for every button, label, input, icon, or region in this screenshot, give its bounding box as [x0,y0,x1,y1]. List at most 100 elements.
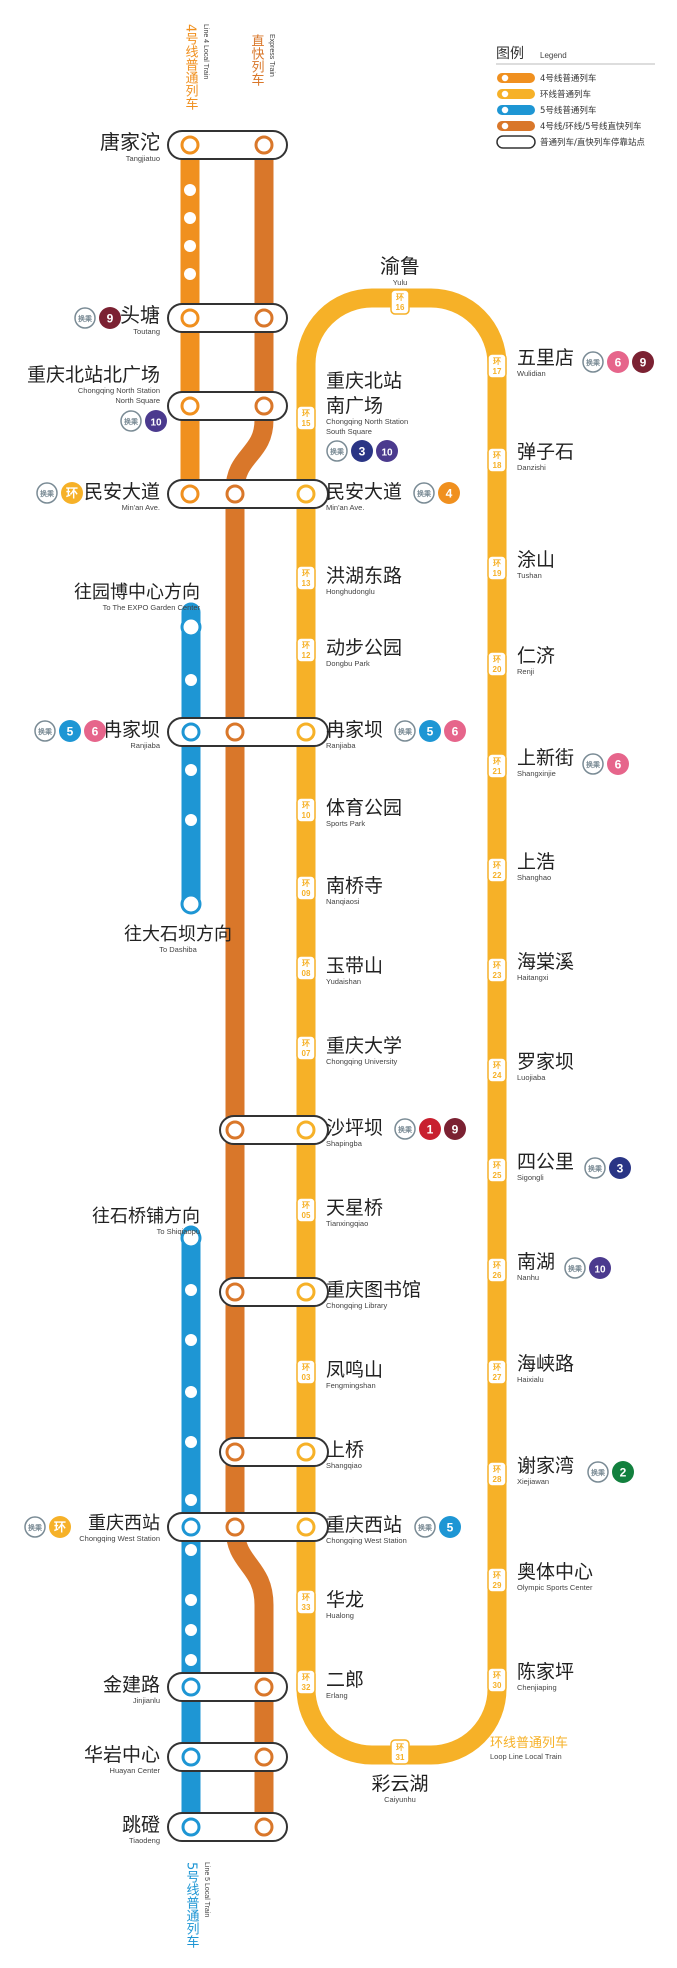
station-name: 海棠溪 [517,951,574,973]
station-name: 重庆西站 [88,1513,160,1534]
station-name: 跳磴 [122,1814,160,1836]
svg-text:South Square: South Square [326,427,372,436]
station-name-en: Tiaodeng [129,1836,160,1845]
line-badge-label: 5 [447,1521,454,1535]
station-circle [180,396,200,416]
stop-pill [167,1812,288,1842]
station-name-en: Shanghao [517,873,551,882]
transfer-badges: 换乘环 [36,482,83,504]
loop-station-code: 环09 [296,875,316,901]
transfer-text: 换乘 [568,1264,583,1273]
line-badge-label: 1 [427,1123,434,1137]
line-name-en: Line 5 Local Train [203,1862,210,1917]
station-circle [225,722,245,742]
line-badge-6 [607,351,629,373]
line-badge-1 [419,1118,441,1140]
transfer-icon [564,1257,586,1279]
line-badge-label: 9 [107,312,114,326]
loop-code-prefix: 环 [302,879,310,888]
transfer-text: 换乘 [418,1523,433,1532]
transfer-text: 换乘 [124,417,139,426]
line-badge-label: 10 [381,448,393,459]
line-badge-6 [444,720,466,742]
station-circle [225,1282,245,1302]
station-name: 唐家沱 [100,130,160,154]
loop-code-number: 08 [302,969,311,978]
loop-code-prefix: 环 [302,1039,310,1048]
station-name: 民安大道 [84,481,160,503]
transfer-icon [394,720,416,742]
station-name: 二郎 [326,1669,364,1691]
line-badge-label: 3 [359,445,366,459]
loop-code-prefix: 环 [493,655,501,664]
line5-direction-end [180,1227,202,1249]
station-name: 五里店 [517,347,574,369]
loop-station-code: 环28 [487,1461,507,1487]
station-name: 重庆大学 [326,1035,402,1057]
loop-code-number: 29 [493,1581,502,1590]
loop-station-code: 环12 [296,637,316,663]
station-name-en: Wulidian [517,369,546,378]
station-name: 罗家坝 [517,1051,574,1073]
transfer-text: 换乘 [78,314,93,323]
station-name: 四公里 [517,1151,574,1173]
loop-station-code: 环26 [487,1257,507,1283]
loop-code-number: 07 [302,1049,311,1058]
station-circle [296,722,316,742]
station-name-en: Haitangxi [517,973,549,982]
loop-code-prefix: 环 [493,1571,501,1580]
line-badge-label: 2 [620,1466,627,1480]
transfer-icon [582,753,604,775]
line-badge-label: 环 [54,1520,66,1534]
loop-code-number: 22 [493,871,502,880]
legend-item: 环线普通列车 [497,89,591,100]
loop-code-prefix: 环 [302,1593,310,1602]
loop-station-code: 环13 [296,565,316,591]
loop-code-prefix: 环 [493,357,501,366]
transfer-icon [587,1461,609,1483]
line-badge-6 [607,753,629,775]
station-name-en: Tushan [517,571,542,580]
transfer-badges: 换乘环 [24,1516,71,1538]
station-name-en: Haixialu [517,1375,544,1384]
line5-direction-end [180,616,202,638]
line-badge-label: 10 [594,1265,606,1276]
transfer-icon [24,1516,46,1538]
station-name: 往园博中心方向 [74,582,200,603]
transfer-badges: 换乘 5 [414,1516,461,1538]
line-badge-5 [419,720,441,742]
legend-label: 4号线/环线/5号线直快列车 [540,121,642,132]
station-circle [254,396,274,416]
stop-pills [167,130,329,1842]
loop-code-number: 28 [493,1475,502,1484]
transfer-text: 换乘 [40,489,55,498]
station-name-en: Caiyunhu [384,1795,416,1804]
loop-station-code: 环19 [487,555,507,581]
station-name-en: Fengmingshan [326,1381,376,1390]
loop-code-prefix: 环 [396,293,404,302]
line-badge-label: 6 [615,356,622,370]
station-circle [254,308,274,328]
station-circle [296,1120,316,1140]
loop-code-number: 16 [396,303,405,312]
loop-station-code: 环16 [390,289,410,315]
line-badge-label: 9 [452,1123,459,1137]
station-circle [180,308,200,328]
